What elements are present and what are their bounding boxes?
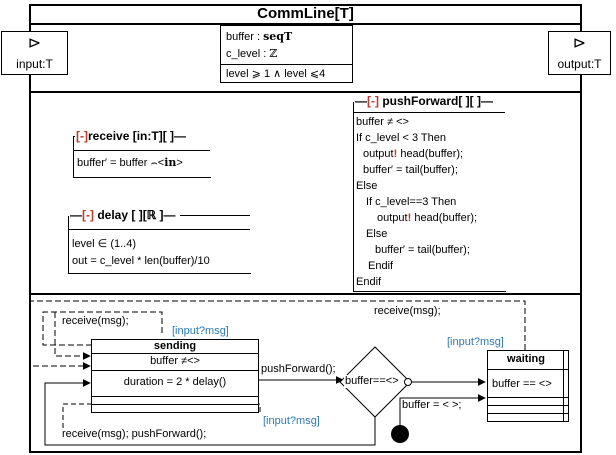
port-triangle-icon: ⊳ — [572, 35, 587, 52]
op-receive-divider — [73, 150, 210, 151]
state-schema-box — [220, 25, 353, 83]
pf-line-7: output! head(buffer); — [377, 212, 478, 224]
decision-label: buffer==<> — [344, 375, 400, 388]
label-self-receive[interactable]: receive(msg); — [62, 315, 129, 328]
edge-top-receive — [29, 300, 526, 370]
op-delay-marker: [-] — [82, 208, 94, 222]
op-receive-body: buffer′ = buffer ⌢<in> — [77, 156, 183, 169]
state-sending-invariant: buffer ≠<> — [150, 355, 200, 367]
state-waiting[interactable]: waiting buffer == <> — [487, 350, 569, 422]
op-delay-header: —[-] delay [ ][ℝ ]— — [70, 208, 176, 222]
pf-line-1: buffer ≠ <> — [356, 116, 409, 128]
edge-bottom-loop — [44, 379, 376, 446]
label-buffer-empty[interactable]: buffer = < >; — [402, 399, 462, 411]
state-sending-action: duration = 2 * delay() — [123, 376, 227, 388]
op-receive-header-line — [73, 136, 75, 137]
sending-div-1 — [92, 353, 258, 354]
schema-divider — [220, 64, 353, 65]
class-invariant: level ⩾ 1 ∧ level ⩽4 — [226, 68, 326, 80]
state-sending-name: sending — [153, 340, 197, 352]
pf-line-11: Endif — [356, 276, 382, 288]
title-divider — [29, 23, 582, 25]
state-waiting-invariant: buffer == <> — [492, 378, 552, 390]
op-pushforward-bracket — [353, 102, 506, 292]
sending-div-2 — [92, 370, 258, 371]
op-delay: —[-] delay [ ][ℝ ]— level ∈ (1..4) out =… — [68, 205, 253, 274]
op-receive-marker: [-] — [76, 129, 88, 143]
state-sending[interactable]: sending buffer ≠<> duration = 2 * delay(… — [91, 339, 259, 413]
port-triangle-icon: ⊳ — [27, 35, 42, 52]
state-line-clevel: c_level : ℤ — [226, 47, 278, 60]
op-pushforward: —[-] pushForward[ ][ ]— buffer ≠ <> If c… — [353, 92, 508, 292]
label-guard-input-3[interactable]: [input?msg] — [263, 415, 320, 427]
waiting-div-2 — [488, 397, 568, 398]
op-receive-header: [-]receive [in:T][ ]— — [76, 129, 187, 143]
class-frame — [29, 4, 582, 453]
op-pushforward-marker: [-] — [367, 94, 379, 108]
pf-line-8: Else — [366, 228, 388, 240]
decision-junction — [404, 378, 412, 386]
input-port-label: input:T — [16, 57, 53, 71]
pf-line-10: Endif — [368, 260, 394, 272]
op-pushforward-divider — [353, 112, 505, 113]
output-port[interactable]: ⊳ output:T — [548, 31, 611, 75]
label-bottom-loop[interactable]: receive(msg); pushForward(); — [62, 428, 207, 441]
input-port[interactable]: ⊳ input:T — [1, 31, 68, 75]
pf-line-2: If c_level < 3 Then — [356, 132, 446, 144]
state-waiting-name: waiting — [507, 353, 545, 365]
op-delay-header-rule — [180, 215, 250, 216]
label-push-forward[interactable]: pushForward(); — [261, 363, 336, 375]
initial-node — [391, 425, 409, 443]
waiting-div-1 — [488, 369, 568, 370]
section-divider-1 — [29, 91, 582, 93]
waiting-div-3 — [488, 405, 568, 406]
waiting-side-rule — [563, 351, 564, 421]
label-top-receive[interactable]: receive(msg); — [374, 305, 441, 318]
op-receive: [-]receive [in:T][ ]— buffer′ = buffer ⌢… — [73, 126, 213, 178]
pf-line-5: Else — [356, 180, 378, 192]
label-guard-input-1[interactable]: [input?msg] — [172, 325, 229, 337]
edge-initial — [399, 394, 486, 425]
section-divider-2 — [29, 293, 582, 295]
op-delay-bracket — [68, 216, 251, 274]
class-title: CommLine[T] — [257, 5, 354, 22]
state-line-buffer: buffer : seqT — [226, 30, 293, 43]
op-delay-line-1: level ∈ (1..4) — [72, 238, 136, 250]
sending-div-4 — [92, 404, 258, 405]
pf-line-3: output! head(buffer); — [363, 148, 464, 160]
op-delay-line-2: out = c_level * len(buffer)/10 — [72, 255, 210, 267]
pf-line-6: If c_level==3 Then — [366, 196, 457, 208]
output-port-label: output:T — [557, 57, 602, 71]
op-pushforward-header: —[-] pushForward[ ][ ]— — [355, 94, 493, 108]
edge-self-receive-back — [54, 312, 91, 360]
pf-line-9: buffer′ = tail(buffer); — [375, 244, 470, 256]
waiting-div-4 — [488, 413, 568, 414]
edge-self-receive — [42, 311, 163, 346]
pf-line-4: buffer′ = tail(buffer); — [363, 164, 458, 176]
op-receive-bracket — [73, 137, 211, 178]
sending-div-3 — [92, 396, 258, 397]
label-guard-input-2[interactable]: [input?msg] — [447, 336, 504, 348]
op-delay-divider — [68, 229, 250, 230]
